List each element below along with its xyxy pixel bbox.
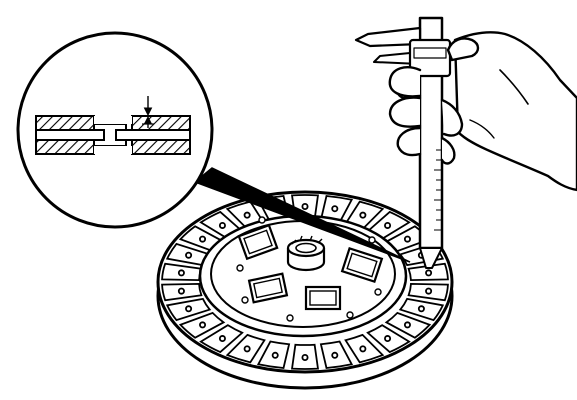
lining-rivet-hole: [271, 351, 279, 359]
caliper-depth-rod: [419, 247, 443, 269]
lining-rivet-hole: [331, 205, 339, 213]
lining-rivet-hole: [384, 335, 392, 343]
spring-window: [304, 285, 342, 311]
thumb: [446, 37, 480, 62]
finger-middle: [388, 96, 422, 128]
lining-rivet-hole: [359, 345, 367, 353]
damper-spring-windows: [237, 223, 384, 311]
lining-rivet-hole: [425, 269, 433, 277]
splined-hub: [286, 235, 326, 272]
spring-window: [340, 246, 384, 284]
clutch-disc: [156, 190, 454, 390]
lining-rivet-hole: [384, 221, 392, 229]
lining-rivet-hole: [301, 202, 309, 210]
lining-rivet-hole: [218, 221, 226, 229]
lining-rivet-hole: [417, 305, 425, 313]
lining-rivet-hole: [199, 235, 207, 243]
lining-rivet-hole: [177, 287, 185, 295]
spring-window: [247, 272, 289, 304]
finger-ring: [396, 126, 422, 157]
hand-back: [453, 31, 577, 192]
vernier-caliper: [354, 16, 452, 269]
finger-index: [388, 66, 422, 98]
lining-rivet-hole: [331, 351, 339, 359]
section-view: [35, 115, 191, 155]
lining-rivet-hole: [243, 211, 251, 219]
callout-wedge: [193, 167, 411, 263]
lining-rivet-hole: [185, 251, 193, 259]
lining-rivet-hole: [425, 287, 433, 295]
rivet-depth-dimension: [142, 96, 154, 128]
lining-rivet-hole: [218, 335, 226, 343]
lining-rivet-hole: [199, 321, 207, 329]
lining-rivet-hole: [403, 321, 411, 329]
lining-rivet-hole: [185, 305, 193, 313]
hub-rivets: [236, 216, 382, 322]
lining-rivet-hole: [177, 269, 185, 277]
lining-rivet-hole: [301, 353, 309, 361]
lining-rivet-hole: [359, 211, 367, 219]
spring-window: [237, 223, 279, 261]
hand-holding-caliper: [388, 31, 577, 192]
lining-rivet-hole: [403, 235, 411, 243]
lining-rivet-hole: [243, 345, 251, 353]
magnified-detail-callout: [16, 31, 411, 263]
